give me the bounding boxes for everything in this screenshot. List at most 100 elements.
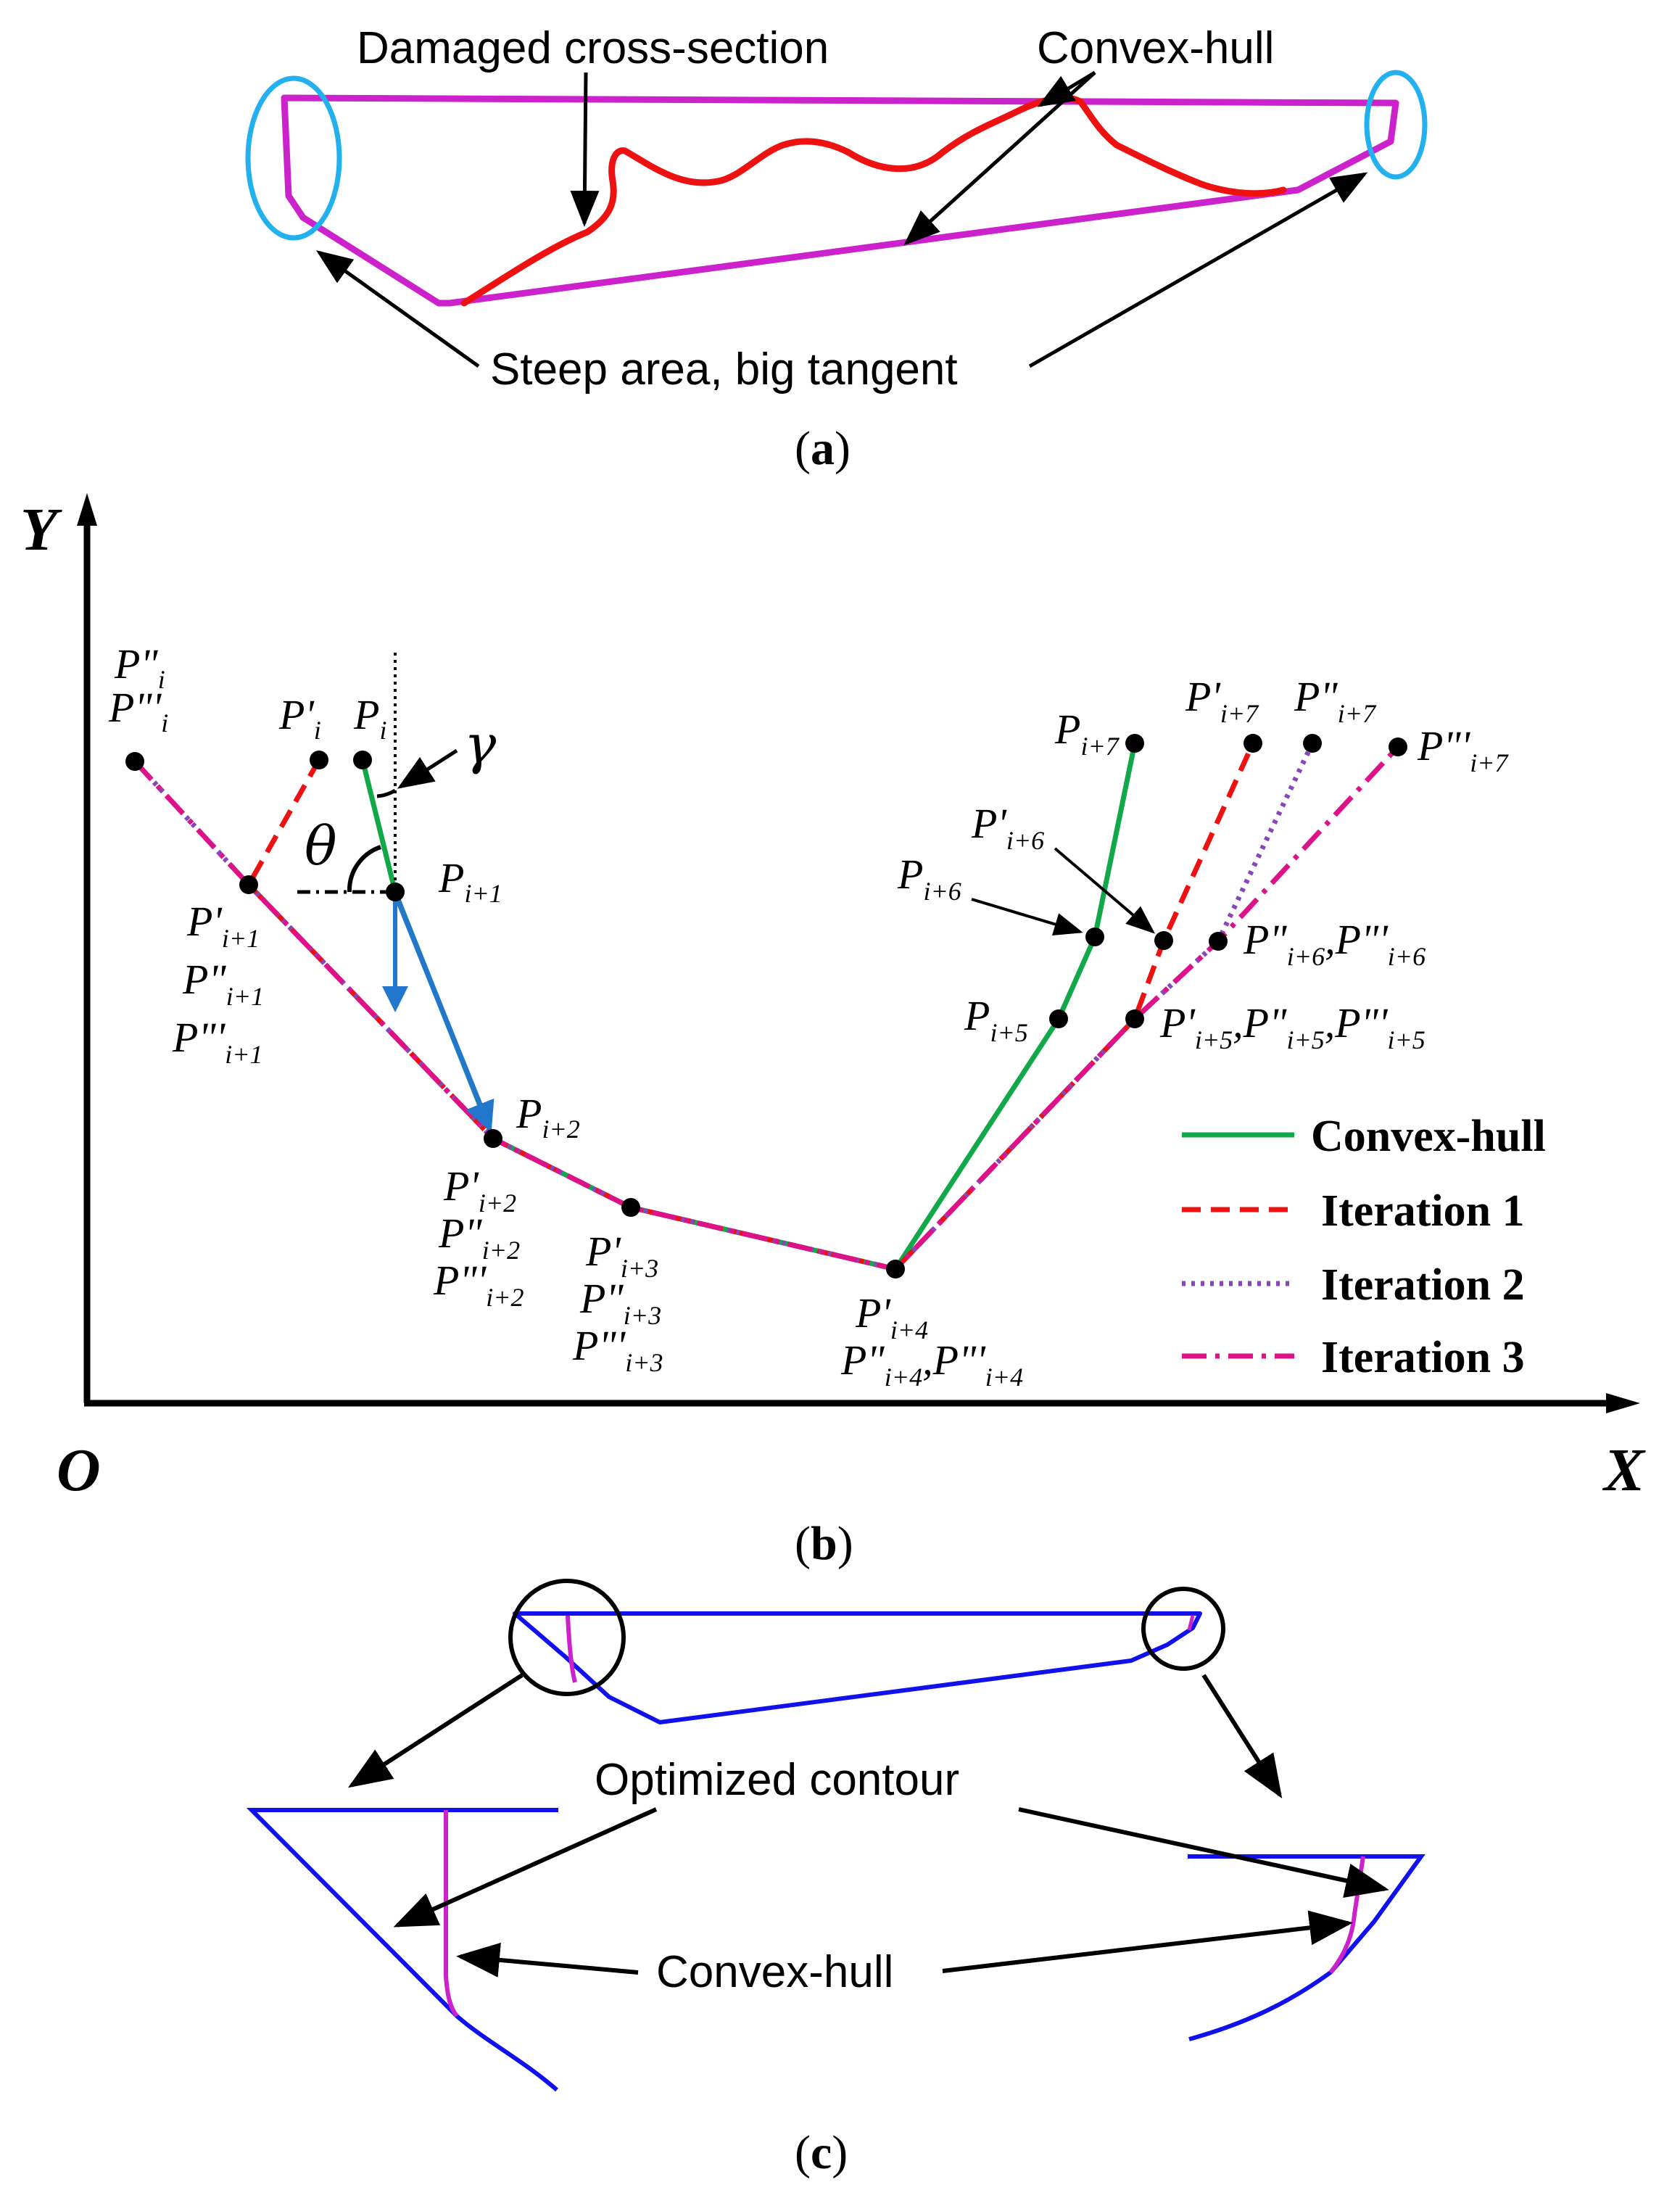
point-pd-i (310, 751, 328, 769)
point-p-i3 (621, 1198, 640, 1217)
origin-label: O (57, 1437, 101, 1504)
label-pddd-i2: P"'i+2 (433, 1257, 524, 1312)
label-pd-i1: P'i+1 (186, 898, 260, 953)
point-p-i6 (1085, 927, 1104, 946)
label-p-i1: Pi+1 (438, 854, 502, 908)
steep-area-right-ellipse (1364, 70, 1428, 180)
zoom-arrow-left (347, 1673, 524, 1788)
convex-hull-label-c: Convex-hull (656, 1947, 893, 1997)
label-pddd-i7: P"'i+7 (1417, 722, 1509, 777)
steep-area-label: Steep area, big tangent (490, 344, 958, 394)
convex-hull-left-detail (444, 1810, 459, 2017)
zoom-circle-left (508, 1579, 626, 1696)
arrow-hull-1 (1037, 70, 1096, 107)
label-p-i: Pi (353, 691, 386, 745)
optimized-contour-label: Optimized contour (595, 1755, 959, 1805)
point-p-i1 (386, 883, 405, 901)
label-pd-i: P'i (278, 691, 321, 745)
point-p-i (353, 751, 372, 769)
point-pdd-i (125, 752, 144, 771)
arrow-p-i6 (971, 898, 1083, 935)
point-p-i5 (1049, 1009, 1068, 1028)
legend-label-iteration-3: Iteration 3 (1321, 1333, 1525, 1382)
convex-hull-label-a: Convex-hull (1037, 23, 1274, 73)
label-pdd-i1: P"i+1 (182, 956, 264, 1011)
iteration-1-line (245, 742, 1256, 1272)
label-pddd-i1: P"'i+1 (172, 1014, 263, 1069)
optimized-contour-left-detail (246, 1808, 558, 2092)
damaged-cross-section-curve (460, 94, 1287, 307)
label-pd-i6: P'i+6 (971, 800, 1044, 855)
legend-label-iteration-2: Iteration 2 (1321, 1260, 1525, 1310)
point-pd-i7 (1244, 734, 1262, 753)
arrow-hull-2 (903, 71, 1096, 246)
zoom-arrow-right (1201, 1674, 1283, 1799)
gamma-arc (376, 788, 397, 798)
label-pddd-i3: P"'i+3 (572, 1322, 663, 1377)
panel-b: Y X O θ γ (20, 493, 1646, 1570)
zoom-circle-right (1141, 1587, 1225, 1671)
panel-a: Damaged cross-section Convex-hull Steep … (245, 23, 1428, 475)
label-pd-i4: P'i+4 (855, 1289, 928, 1344)
label-p-i6: Pi+6 (897, 851, 961, 906)
legend: Convex-hull Iteration 1 Iteration 2 Iter… (1182, 1112, 1546, 1382)
gamma-symbol: γ (464, 714, 497, 776)
point-p-i7 (1125, 734, 1144, 753)
optimized-contour-overview (513, 1611, 1202, 1724)
blue-direction-vector (392, 892, 495, 1133)
label-p-i5: Pi+5 (964, 992, 1028, 1047)
legend-label-iteration-1: Iteration 1 (1321, 1186, 1525, 1236)
points (125, 734, 1407, 1278)
caption-b: (b) (795, 1517, 853, 1570)
label-pd-i3: P'i+3 (585, 1228, 658, 1283)
point-pdd-i7 (1303, 734, 1322, 753)
label-pdd-pddd-i6: P"i+6,P"'i+6 (1243, 916, 1425, 971)
label-pd-i2: P'i+2 (443, 1162, 516, 1218)
label-pdd-i7: P"i+7 (1294, 673, 1377, 728)
label-pdd-i2: P"i+2 (438, 1210, 520, 1265)
gamma-arrow (397, 748, 458, 789)
point-pddd-i7 (1389, 738, 1407, 756)
label-pddd-i: P"'i (108, 684, 168, 738)
steep-area-left-ellipse (245, 75, 342, 241)
iteration-3-line (133, 745, 1400, 1272)
convex-hull-overview-right (1187, 1615, 1195, 1631)
y-axis-label: Y (20, 496, 62, 563)
label-p-i5-iterations: P'i+5,P"i+5,P"'i+5 (1159, 999, 1425, 1054)
theta-symbol: θ (305, 815, 337, 877)
damaged-cross-section-label: Damaged cross-section (357, 23, 829, 73)
arrow-pd-i6 (1054, 847, 1156, 934)
point-pd-i5 (1125, 1009, 1144, 1028)
caption-c: (c) (795, 2126, 848, 2179)
arrow-steep-right (1028, 172, 1368, 368)
y-axis-arrowhead (77, 493, 97, 526)
point-pdd-i6 (1209, 932, 1228, 951)
point-p-i4 (886, 1260, 905, 1278)
x-axis-arrowhead (1606, 1393, 1640, 1413)
point-pd-i6 (1154, 931, 1173, 950)
label-p-i2: Pi+2 (516, 1090, 580, 1144)
legend-label-convex-hull: Convex-hull (1311, 1112, 1546, 1161)
point-p-i2 (484, 1129, 502, 1148)
arrow-steep-left (315, 250, 480, 368)
x-axis-label: X (1602, 1437, 1646, 1504)
label-p-i7: Pi+7 (1054, 706, 1120, 761)
arrow-optimized-left (393, 1807, 658, 1928)
panel-c: Optimized contour Convex-hull (c) (246, 1579, 1425, 2179)
label-pdd-pddd-i4: P"i+4,P"'i+4 (840, 1336, 1023, 1392)
arrow-optimized-right (1018, 1807, 1389, 1898)
convex-hull-outline (281, 94, 1399, 307)
caption-a: (a) (795, 422, 851, 475)
theta-arc (347, 845, 382, 893)
point-pd-i1 (239, 875, 258, 894)
iteration-2-line (133, 742, 1315, 1272)
label-pd-i7: P'i+7 (1185, 673, 1259, 728)
arrow-damaged (570, 72, 600, 227)
optimized-contour-right-detail (1188, 1854, 1425, 2041)
arrow-hull-left (456, 1942, 639, 1978)
arrow-hull-right (942, 1910, 1353, 1973)
convex-hull-overview-left (566, 1615, 577, 1683)
label-pdd-i: P"i (114, 640, 165, 694)
label-pdd-i3: P"i+3 (579, 1275, 661, 1330)
